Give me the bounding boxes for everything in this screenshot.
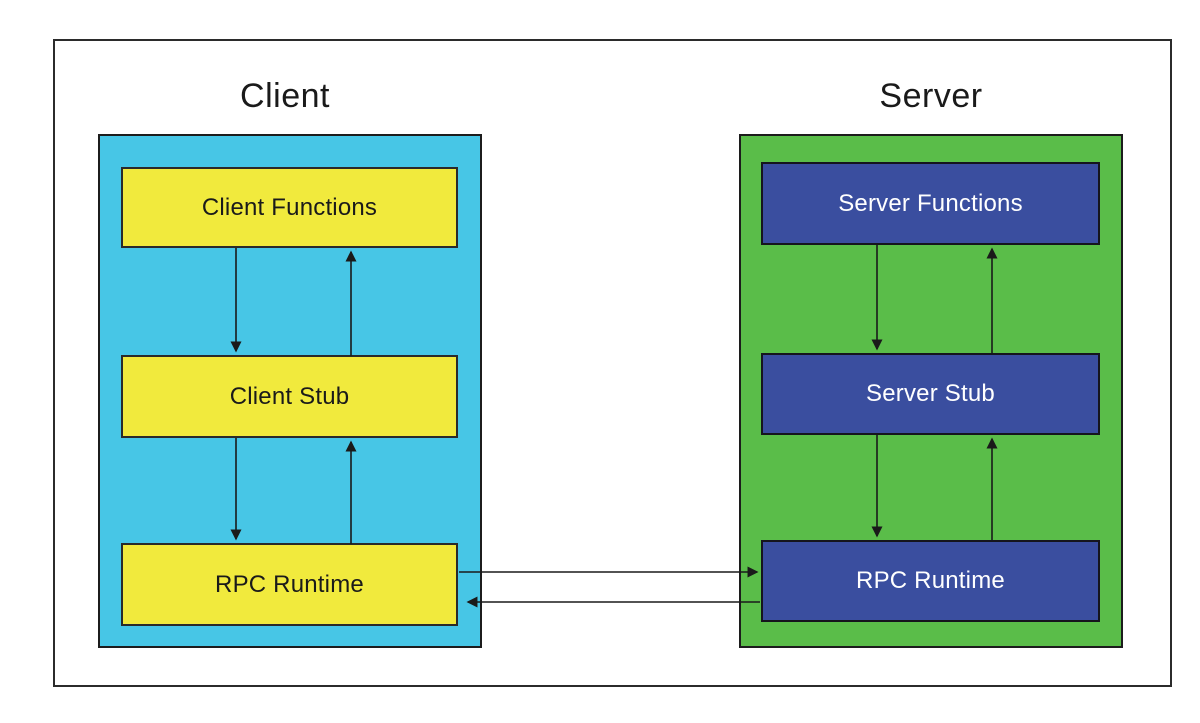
server-functions-box: Server Functions — [761, 162, 1100, 245]
diagram-outer-frame — [53, 39, 1172, 687]
client-section-title: Client — [240, 77, 330, 115]
server-stub-box: Server Stub — [761, 353, 1100, 435]
client-functions-box: Client Functions — [121, 167, 458, 248]
client-functions-label: Client Functions — [201, 193, 378, 221]
server-stub-label: Server Stub — [866, 380, 995, 407]
client-stub-label: Client Stub — [229, 382, 350, 410]
server-rpc-runtime-box: RPC Runtime — [761, 540, 1100, 622]
client-rpc-runtime-box: RPC Runtime — [121, 543, 458, 626]
server-rpc-runtime-label: RPC Runtime — [856, 567, 1005, 594]
server-functions-label: Server Functions — [838, 189, 1023, 217]
server-section-title: Server — [879, 77, 983, 115]
client-stub-box: Client Stub — [121, 355, 458, 438]
client-rpc-runtime-label: RPC Runtime — [215, 570, 364, 598]
